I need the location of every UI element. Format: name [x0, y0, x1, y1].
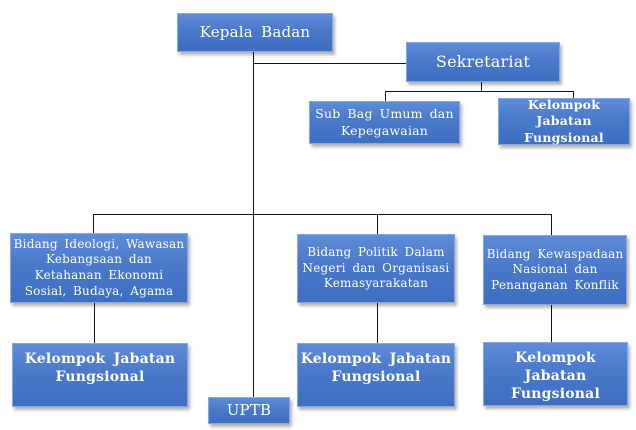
node-bidang-ideologi: Bidang Ideologi, Wawasan Kebangsaan dan … [10, 233, 188, 303]
node-kelompok-jabatan-fungsional-sekretariat: Kelompok Jabatan Fungsional [498, 97, 630, 145]
connector-to-bidang-politik [377, 214, 378, 234]
connector-to-bidang-kewaspadaan [551, 214, 552, 235]
connector-kepala-to-sekretariat [253, 63, 407, 64]
connector-trunk-kepala-badan [253, 52, 254, 397]
connector-sekretariat-children [385, 91, 574, 92]
node-kepala-badan: Kepala Badan [177, 13, 333, 52]
node-kelompok-jabatan-fungsional-1: Kelompok Jabatan Fungsional [12, 343, 188, 407]
node-uptb: UPTB [208, 397, 290, 424]
connector-to-sub-bag-umum [385, 91, 386, 101]
connector-to-kelompok-sekretariat [573, 91, 574, 99]
node-bidang-politik-dalam-negeri: Bidang Politik Dalam Negeri dan Organisa… [297, 234, 455, 303]
connector-to-kelompok-2 [377, 303, 378, 343]
connector-to-bidang-ideologi [93, 214, 94, 233]
node-sekretariat: Sekretariat [406, 42, 560, 82]
node-kelompok-jabatan-fungsional-3: Kelompok Jabatan Fungsional [483, 342, 628, 406]
connector-sekretariat-stub [481, 82, 482, 92]
connector-bidang-row [93, 214, 552, 215]
node-sub-bag-umum-dan-kepegawaian: Sub Bag Umum dan Kepegawaian [309, 101, 460, 144]
node-bidang-kewaspadaan-nasional: Bidang Kewaspadaan Nasional dan Penangan… [483, 235, 627, 305]
connector-to-kelompok-3 [551, 305, 552, 342]
node-kelompok-jabatan-fungsional-2: Kelompok Jabatan Fungsional [297, 343, 455, 407]
connector-to-kelompok-1 [94, 303, 95, 343]
